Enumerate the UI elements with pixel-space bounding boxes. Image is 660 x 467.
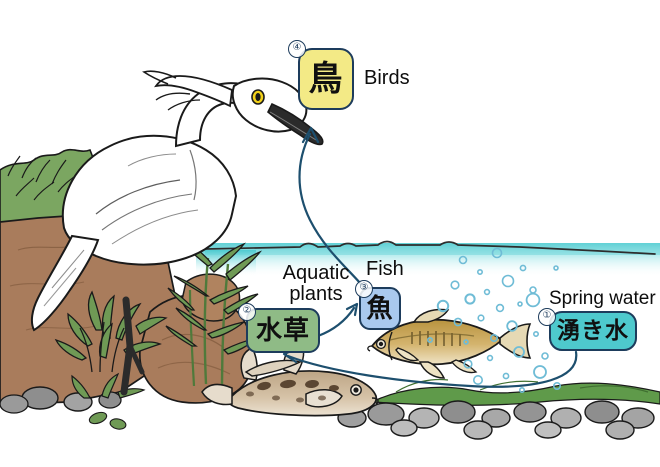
plant-clump-lower — [71, 372, 146, 399]
node-label-birds: Birds — [364, 67, 410, 89]
node-box-spring-water[interactable]: 湧き水 — [549, 311, 637, 351]
node-label-fish: Fish — [366, 258, 404, 280]
node-label-aquatic-plants: Aquatic plants — [282, 262, 350, 305]
node-label-spring-water: Spring water — [549, 288, 656, 309]
plant-clump-left — [54, 290, 168, 373]
node-number-spring-water: ① — [538, 308, 556, 326]
leaf-sprigs — [88, 411, 127, 430]
node-number-fish: ③ — [355, 280, 373, 298]
goby-fish-partial — [244, 359, 303, 377]
node-number-birds: ④ — [288, 40, 306, 58]
arrow-fish-to-birds — [298, 126, 368, 292]
water-body — [205, 240, 660, 277]
bubble-stream — [426, 247, 566, 393]
arrow-layer — [282, 126, 578, 388]
swimming-fish — [367, 308, 532, 379]
node-box-birds[interactable]: 鳥 — [298, 48, 354, 110]
node-box-aquatic-plants[interactable]: 水草 — [246, 308, 320, 353]
gravel-bed — [337, 378, 660, 440]
arrow-plants-to-fish — [316, 302, 359, 338]
node-number-aquatic-plants: ② — [238, 303, 256, 321]
